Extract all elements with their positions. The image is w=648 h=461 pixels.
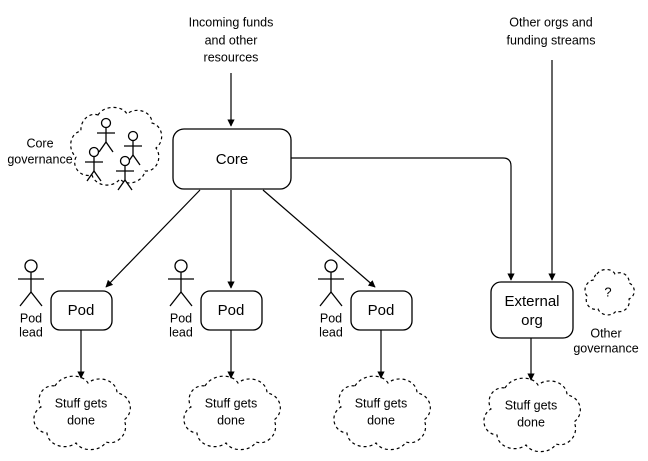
- edge-core-to-external-org: [291, 157, 515, 281]
- node-pod-3-label: Pod: [368, 302, 395, 319]
- node-pod-3-rect[interactable]: [350, 290, 413, 331]
- other-governance-label-line-2: governance: [573, 341, 638, 355]
- node-core-label: Core: [216, 151, 249, 168]
- outcome-cloud-1-line-2: done: [67, 413, 95, 427]
- outcome-cloud-2-line-2: done: [217, 413, 245, 427]
- other-governance-label: Other governance: [573, 326, 638, 355]
- caption-incoming-funds: Incoming funds and other resources: [189, 15, 274, 64]
- node-external-org[interactable]: External org: [490, 281, 574, 339]
- core-governance-figure-1: [97, 117, 115, 153]
- node-pod-1-rect[interactable]: [50, 290, 113, 331]
- node-external-org-rect[interactable]: [490, 281, 574, 339]
- caption-other-orgs-line-1: Other orgs and: [509, 15, 592, 29]
- node-pod-1-label: Pod: [68, 302, 95, 319]
- caption-incoming-funds-line-3: resources: [204, 50, 259, 64]
- outcome-cloud-1-line-1: Stuff gets: [55, 396, 108, 410]
- pod-lead-2-label-line-1: Pod: [170, 311, 192, 325]
- outcome-cloud-3: Stuff gets done: [333, 375, 431, 451]
- caption-incoming-funds-line-1: Incoming funds: [189, 15, 274, 29]
- node-pod-3[interactable]: Pod: [350, 290, 413, 331]
- node-pod-2-rect[interactable]: [200, 290, 263, 331]
- pod-lead-3-label-line-2: lead: [319, 325, 343, 339]
- node-external-org-label-line-1: External: [504, 293, 559, 310]
- other-governance-cloud: ?: [584, 268, 635, 316]
- outcome-cloud-3-outline: [333, 375, 431, 451]
- pod-lead-2-label-line-2: lead: [169, 325, 193, 339]
- pod-lead-3-figure: [318, 259, 344, 307]
- pod-lead-3: Pod lead: [318, 259, 344, 339]
- node-pod-1[interactable]: Pod: [50, 290, 113, 331]
- node-pod-2[interactable]: Pod: [200, 290, 263, 331]
- core-governance-cloud: [70, 106, 163, 191]
- outcome-cloud-4-line-2: done: [517, 415, 545, 429]
- core-governance-label: Core governance: [7, 136, 72, 166]
- core-governance-cloud-outline: [70, 106, 163, 186]
- outcome-cloud-1: Stuff gets done: [33, 375, 131, 451]
- other-governance-label-line-1: Other: [590, 326, 621, 340]
- outcome-cloud-4: Stuff gets done: [483, 377, 581, 453]
- node-core-rect[interactable]: [172, 128, 292, 190]
- edge-core-to-pod-1: [105, 189, 201, 288]
- pod-lead-2: Pod lead: [168, 259, 194, 339]
- pod-lead-1: Pod lead: [18, 259, 44, 339]
- pod-lead-3-label-line-1: Pod: [320, 311, 342, 325]
- outcome-cloud-2-line-1: Stuff gets: [205, 396, 258, 410]
- pod-lead-2-figure: [168, 259, 194, 307]
- outcome-cloud-3-line-2: done: [367, 413, 395, 427]
- outcome-cloud-2-outline: [183, 375, 281, 451]
- core-governance-figure-3: [85, 146, 103, 182]
- outcome-cloud-4-outline: [483, 377, 581, 453]
- node-external-org-label-line-2: org: [521, 312, 543, 329]
- core-governance-label-line-1: Core: [26, 136, 53, 150]
- other-governance-cloud-outline: [584, 268, 635, 316]
- caption-other-orgs-line-2: funding streams: [507, 33, 596, 47]
- pod-lead-1-label-line-1: Pod: [20, 311, 42, 325]
- other-governance-question-mark: ?: [604, 284, 611, 299]
- edge-core-to-pod-3: [262, 189, 376, 288]
- caption-other-orgs: Other orgs and funding streams: [507, 15, 596, 47]
- core-governance-figure-4: [116, 155, 134, 191]
- core-governance-label-line-2: governance: [7, 152, 72, 166]
- outcome-cloud-3-line-1: Stuff gets: [355, 396, 408, 410]
- outcome-cloud-4-line-1: Stuff gets: [505, 398, 558, 412]
- pod-lead-1-figure: [18, 259, 44, 307]
- caption-incoming-funds-line-2: and other: [205, 33, 258, 47]
- node-core[interactable]: Core: [172, 128, 292, 190]
- outcome-cloud-1-outline: [33, 375, 131, 451]
- pod-lead-1-label-line-2: lead: [19, 325, 43, 339]
- outcome-cloud-2: Stuff gets done: [183, 375, 281, 451]
- node-pod-2-label: Pod: [218, 302, 245, 319]
